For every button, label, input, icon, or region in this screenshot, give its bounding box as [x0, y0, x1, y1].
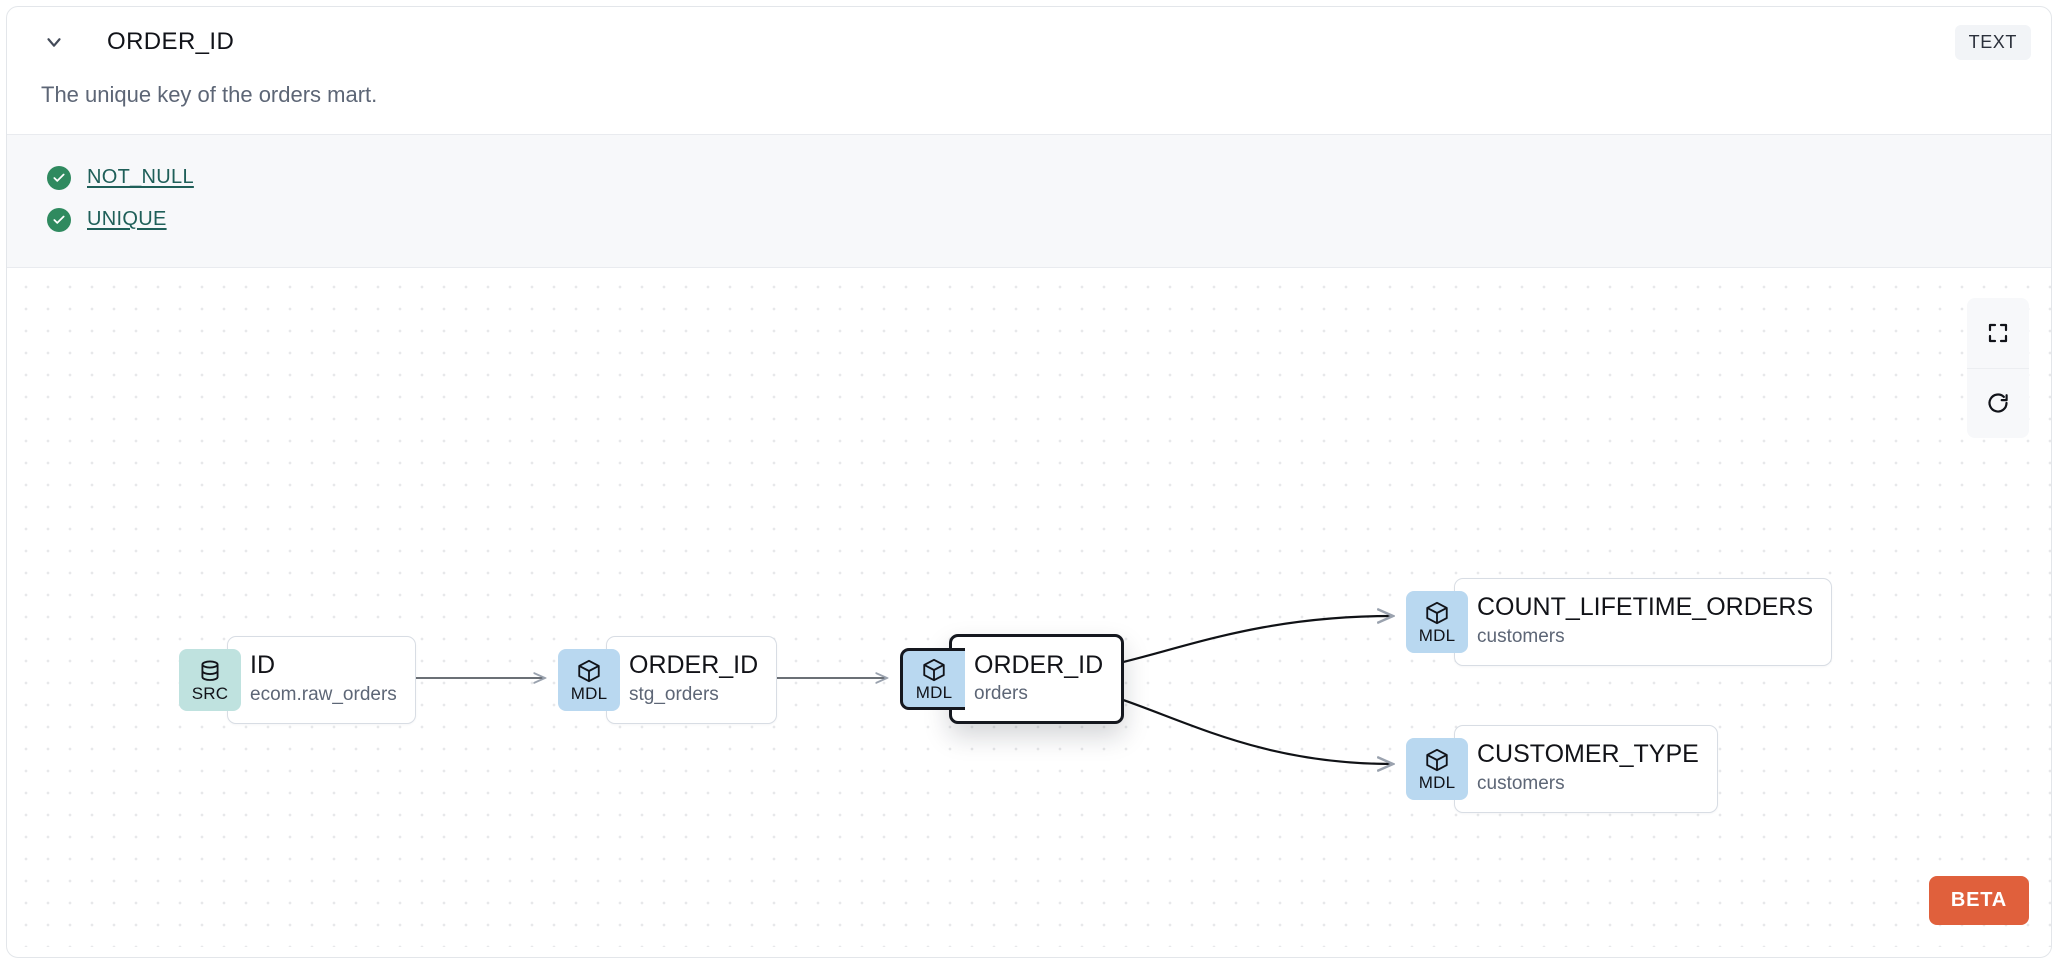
fit-view-button[interactable]	[1967, 298, 2029, 368]
column-detail-panel: ORDER_ID TEXT The unique key of the orde…	[6, 6, 2052, 958]
fullscreen-icon	[1988, 323, 2008, 342]
node-badge-label: MDL	[1418, 772, 1456, 792]
cube-icon	[578, 659, 600, 682]
node-badge-label: SRC	[191, 683, 229, 703]
check-circle-icon	[47, 165, 71, 190]
column-description: The unique key of the orders mart.	[41, 82, 378, 107]
test-row[interactable]: UNIQUE	[47, 199, 2017, 241]
page-title: ORDER_ID	[107, 28, 235, 55]
node-name: CUSTOMER_TYPE	[1477, 740, 1699, 769]
panel-header: ORDER_ID TEXT	[7, 7, 2051, 77]
node-subtitle: customers	[1477, 626, 1565, 648]
node-subtitle: customers	[1477, 773, 1565, 795]
node-name: COUNT_LIFETIME_ORDERS	[1477, 593, 1814, 622]
node-subtitle: stg_orders	[629, 684, 719, 706]
cube-icon	[923, 658, 945, 681]
tests-section: NOT_NULL UNIQUE	[7, 133, 2051, 268]
canvas-controls	[1967, 297, 2029, 438]
node-subtitle: orders	[974, 683, 1028, 705]
cube-icon	[1426, 748, 1448, 771]
lineage-node-customer-type[interactable]: MDL CUSTOMER_TYPE customers	[1406, 724, 1718, 813]
node-badge-label: MDL	[570, 683, 608, 703]
node-name: ORDER_ID	[974, 650, 1104, 679]
refresh-button[interactable]	[1967, 367, 2029, 438]
test-link-not-null[interactable]: NOT_NULL	[87, 166, 194, 189]
lineage-node-count-lifetime-orders[interactable]: MDL COUNT_LIFETIME_ORDERS customers	[1406, 577, 1833, 666]
test-row[interactable]: NOT_NULL	[47, 157, 2017, 199]
node-badge-mdl: MDL	[1406, 590, 1468, 653]
node-name: ID	[250, 651, 275, 680]
node-badge-label: MDL	[1418, 625, 1456, 645]
node-badge-label: MDL	[915, 682, 953, 702]
cube-icon	[1426, 601, 1448, 624]
node-badge-src: SRC	[179, 648, 241, 711]
test-link-unique[interactable]: UNIQUE	[87, 208, 167, 231]
database-icon	[201, 660, 219, 681]
lineage-node-src-id[interactable]: SRC ID ecom.raw_orders	[179, 635, 416, 724]
node-name: ORDER_ID	[629, 651, 759, 680]
node-card[interactable]: COUNT_LIFETIME_ORDERS customers	[1454, 577, 1833, 666]
node-badge-mdl: MDL	[900, 647, 965, 710]
lineage-canvas[interactable]: SRC ID ecom.raw_orders MDL ORDER_ID stg_…	[7, 267, 2051, 947]
data-type-badge: TEXT	[1954, 24, 2031, 60]
node-card[interactable]: ORDER_ID stg_orders	[606, 635, 778, 724]
chevron-down-icon[interactable]	[41, 29, 67, 55]
node-card[interactable]: CUSTOMER_TYPE customers	[1454, 724, 1718, 813]
beta-badge[interactable]: BETA	[1928, 875, 2029, 925]
node-card[interactable]: ORDER_ID orders	[949, 633, 1125, 725]
node-card[interactable]: ID ecom.raw_orders	[227, 635, 416, 724]
lineage-node-stg-orders[interactable]: MDL ORDER_ID stg_orders	[558, 635, 778, 724]
node-badge-mdl: MDL	[558, 648, 620, 711]
check-circle-icon	[47, 207, 71, 232]
node-subtitle: ecom.raw_orders	[250, 684, 397, 706]
refresh-icon	[1988, 393, 2008, 413]
lineage-node-orders-selected[interactable]: MDL ORDER_ID orders	[900, 633, 1125, 725]
node-badge-mdl: MDL	[1406, 737, 1468, 800]
